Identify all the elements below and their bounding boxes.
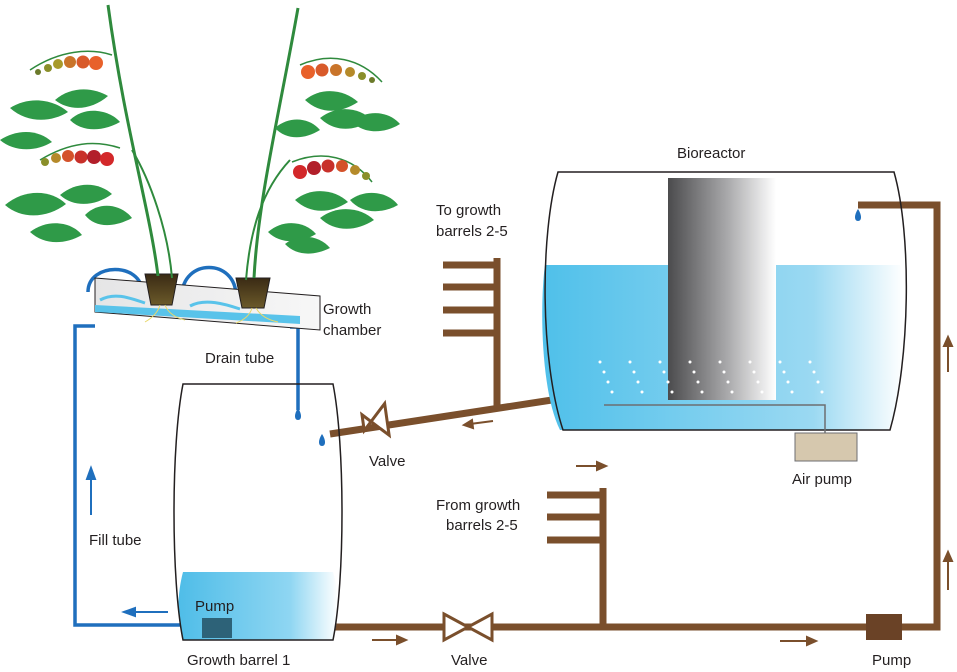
label-drain-tube: Drain tube xyxy=(205,350,274,367)
air-bubbles xyxy=(598,360,824,394)
tomatoes-left-mid xyxy=(41,150,114,166)
bioreactor-outlet-pipe xyxy=(329,394,566,438)
label-air-pump: Air pump xyxy=(792,471,852,488)
label-from-growth-2: barrels 2-5 xyxy=(446,517,518,534)
barrel-pump-icon xyxy=(202,618,232,638)
growth-barrel xyxy=(173,383,343,641)
label-growth-chamber-2: chamber xyxy=(323,322,381,339)
drain-tube xyxy=(290,325,300,410)
air-pump-box xyxy=(794,432,858,462)
label-valve-top: Valve xyxy=(369,453,405,470)
label-pump-main: Pump xyxy=(872,652,911,669)
label-to-growth-1: To growth xyxy=(436,202,501,219)
flow-arrows xyxy=(85,334,954,647)
tomato-plant-left xyxy=(0,4,173,279)
label-fill-tube: Fill tube xyxy=(89,532,142,549)
label-pump-barrel: Pump xyxy=(195,598,234,615)
label-growth-barrel: Growth barrel 1 xyxy=(187,652,290,669)
brown-pipes xyxy=(316,201,941,631)
bioreactor-feed-pipe xyxy=(858,201,941,631)
fill-tube xyxy=(73,324,202,627)
drip-drain xyxy=(295,408,301,420)
main-pump-box xyxy=(866,614,902,640)
from-barrels-manifold xyxy=(547,491,603,544)
label-from-growth-1: From growth xyxy=(436,497,520,514)
tomatoes-right-top xyxy=(301,63,375,83)
drip-barrel xyxy=(319,434,325,446)
air-line xyxy=(604,404,826,433)
net-pot-left xyxy=(144,273,179,306)
valve-bottom xyxy=(442,611,494,643)
tomatoes-left-top xyxy=(35,55,103,75)
label-bioreactor: Bioreactor xyxy=(677,145,745,162)
growth-chamber xyxy=(94,273,321,331)
valve-top xyxy=(360,399,392,439)
label-growth-chamber-1: Growth xyxy=(323,301,371,318)
drip-bioreactor xyxy=(855,209,861,221)
reactor-column xyxy=(668,178,776,400)
tomato-plant-right xyxy=(245,7,400,281)
tomatoes-right-mid xyxy=(293,159,370,180)
to-barrels-manifold xyxy=(443,261,497,337)
bioreactor xyxy=(542,171,908,433)
label-valve-bottom: Valve xyxy=(451,652,487,669)
net-pot-right xyxy=(235,277,271,309)
label-to-growth-2: barrels 2-5 xyxy=(436,223,508,240)
